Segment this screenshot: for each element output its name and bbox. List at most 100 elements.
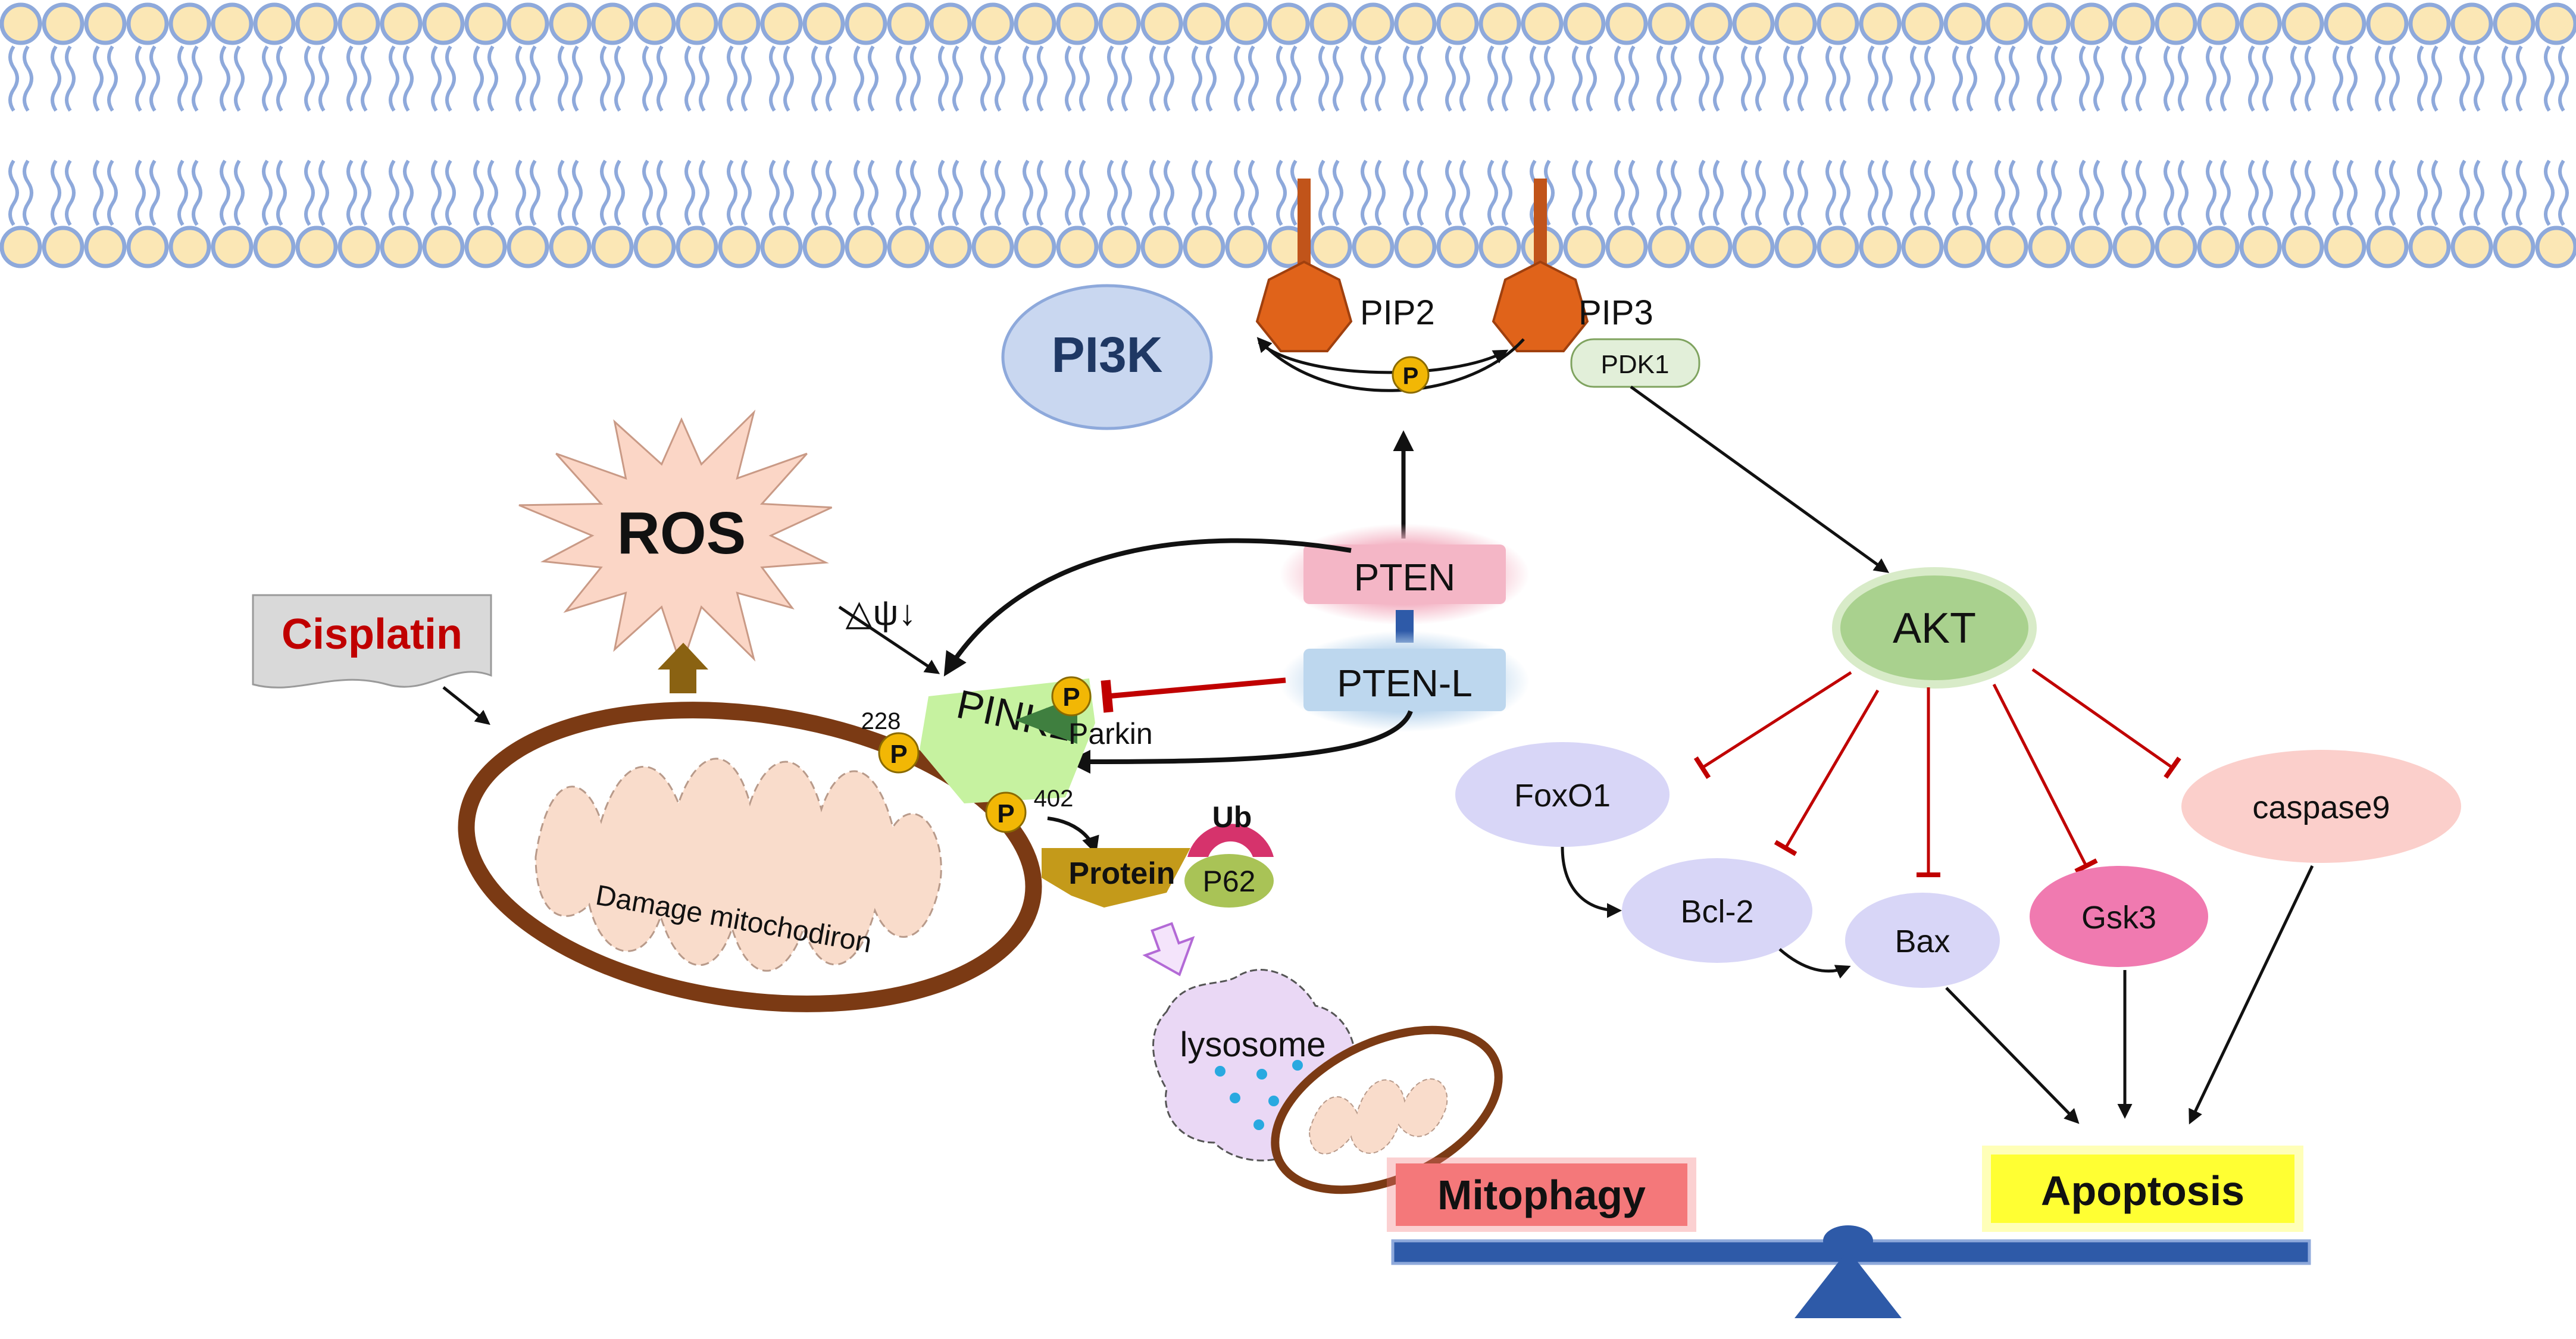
lipid-tail-outer xyxy=(1206,45,1217,112)
lipid-head-outer xyxy=(1436,2,1479,45)
lipid-tail-outer xyxy=(1459,45,1470,112)
lipid-head-inner xyxy=(126,226,169,268)
lipid-tail-inner xyxy=(1572,159,1583,226)
bcl2-to-bax-arrow xyxy=(1778,948,1851,979)
lipid-tail-inner xyxy=(1121,159,1132,226)
lipid-tail-outer xyxy=(2516,45,2527,112)
pip2-label: PIP2 xyxy=(1360,293,1435,332)
lipid-tail-outer xyxy=(1868,45,1878,112)
cisplatin-label: Cisplatin xyxy=(282,611,462,658)
lipid-head-outer xyxy=(1647,2,1690,45)
protein-shape xyxy=(1042,848,1190,908)
lipid-tail-inner xyxy=(2290,159,2301,226)
lipid-tail-outer xyxy=(389,45,399,112)
lipid-tail-outer xyxy=(1502,45,1512,112)
parkin-label: Parkin xyxy=(1068,717,1153,750)
lipid-tail-inner xyxy=(192,159,202,226)
lipid-tail-inner xyxy=(2051,159,2062,226)
lipid-head-outer xyxy=(168,2,211,45)
lipid-tail-outer xyxy=(23,45,33,112)
lysosome-label: lysosome xyxy=(1180,1025,1326,1064)
lipid-tail-outer xyxy=(854,45,864,112)
lipid-head-outer xyxy=(126,2,169,45)
lipid-tail-inner xyxy=(1192,159,1202,226)
lipid-head-outer xyxy=(1817,2,1859,45)
lipid-tail-inner xyxy=(1206,159,1217,226)
lipid-tail-inner xyxy=(177,159,188,226)
lipid-tail-inner xyxy=(952,159,963,226)
lipid-tail-outer xyxy=(2164,45,2174,112)
lipid-tail-inner xyxy=(1868,159,1878,226)
lipid-tail-inner xyxy=(1375,159,1386,226)
pi3k-ellipse xyxy=(1001,284,1213,430)
lipid-head-inner xyxy=(1309,226,1352,268)
lipid-head-inner xyxy=(802,226,845,268)
lipid-head-inner xyxy=(971,226,1014,268)
lipid-tail-outer xyxy=(1192,45,1202,112)
lipid-tail-outer xyxy=(1741,45,1752,112)
lipid-tail-outer xyxy=(868,45,879,112)
lipid-tail-outer xyxy=(1276,45,1287,112)
cisplatin-banner xyxy=(252,594,492,689)
lipid-head-inner xyxy=(633,226,676,268)
lipid-tail-outer xyxy=(1079,45,1090,112)
lipid-head-outer xyxy=(549,2,592,45)
akt-inhibits-caspase9 xyxy=(2031,668,2181,779)
lipid-tail-outer xyxy=(2037,45,2047,112)
lipid-head-outer xyxy=(380,2,423,45)
lipid-head-inner xyxy=(676,226,718,268)
lipid-tail-inner xyxy=(1825,159,1836,226)
lipid-head-inner xyxy=(1056,226,1099,268)
pip2-ring xyxy=(1255,260,1353,352)
lipid-tail-outer xyxy=(1967,45,1977,112)
lipid-tail-outer xyxy=(1952,45,1963,112)
lipid-tail-outer xyxy=(995,45,1005,112)
phospho-402-label: P xyxy=(997,799,1014,828)
lipid-head-outer xyxy=(971,2,1014,45)
lipid-tail-inner xyxy=(262,159,273,226)
lipid-tail-outer xyxy=(1417,45,1428,112)
cell-membrane xyxy=(0,2,2576,268)
lipid-tail-outer xyxy=(1318,45,1329,112)
lipid-tail-outer xyxy=(2305,45,2315,112)
lipid-tail-outer xyxy=(896,45,906,112)
lipid-tail-inner xyxy=(65,159,76,226)
lipid-head-outer xyxy=(0,2,42,45)
lipid-tail-outer xyxy=(642,45,653,112)
lipid-head-inner xyxy=(1140,226,1183,268)
lipid-tail-outer xyxy=(473,45,484,112)
lipid-head-outer xyxy=(2070,2,2113,45)
lipid-tail-inner xyxy=(445,159,456,226)
lipid-head-inner xyxy=(1986,226,2028,268)
lipid-tail-inner xyxy=(910,159,921,226)
bcl2-label: Bcl-2 xyxy=(1680,894,1753,930)
pip2-to-pip3-arc-inner xyxy=(1258,341,1509,374)
lipid-head-outer xyxy=(633,2,676,45)
lipid-tail-inner xyxy=(1882,159,1893,226)
p62-label: P62 xyxy=(1203,865,1256,898)
lipid-head-inner xyxy=(2366,226,2409,268)
lipid-head-outer xyxy=(718,2,761,45)
lipid-tail-outer xyxy=(910,45,921,112)
mito-to-ros-arrow xyxy=(658,643,708,693)
lipid-head-inner xyxy=(84,226,127,268)
pdk1-box xyxy=(1570,338,1700,388)
lipid-head-outer xyxy=(2155,2,2197,45)
lipid-tail-inner xyxy=(1403,159,1414,226)
bax-ellipse xyxy=(1845,893,2000,988)
lipid-tail-outer xyxy=(2079,45,2090,112)
lipid-head-outer xyxy=(2493,2,2536,45)
lipid-tail-inner xyxy=(1924,159,1935,226)
lipid-tail-inner xyxy=(600,159,611,226)
lipid-tail-inner xyxy=(1755,159,1766,226)
lipid-head-outer xyxy=(591,2,634,45)
lipid-tail-inner xyxy=(8,159,19,226)
lipid-head-inner xyxy=(2070,226,2113,268)
lipid-head-inner xyxy=(2239,226,2282,268)
lipid-tail-inner xyxy=(403,159,414,226)
lipid-head-inner xyxy=(929,226,972,268)
lipid-head-outer xyxy=(2450,2,2493,45)
lipid-tail-inner xyxy=(2305,159,2315,226)
lipid-head-inner xyxy=(2197,226,2240,268)
lipid-tail-outer xyxy=(1755,45,1766,112)
